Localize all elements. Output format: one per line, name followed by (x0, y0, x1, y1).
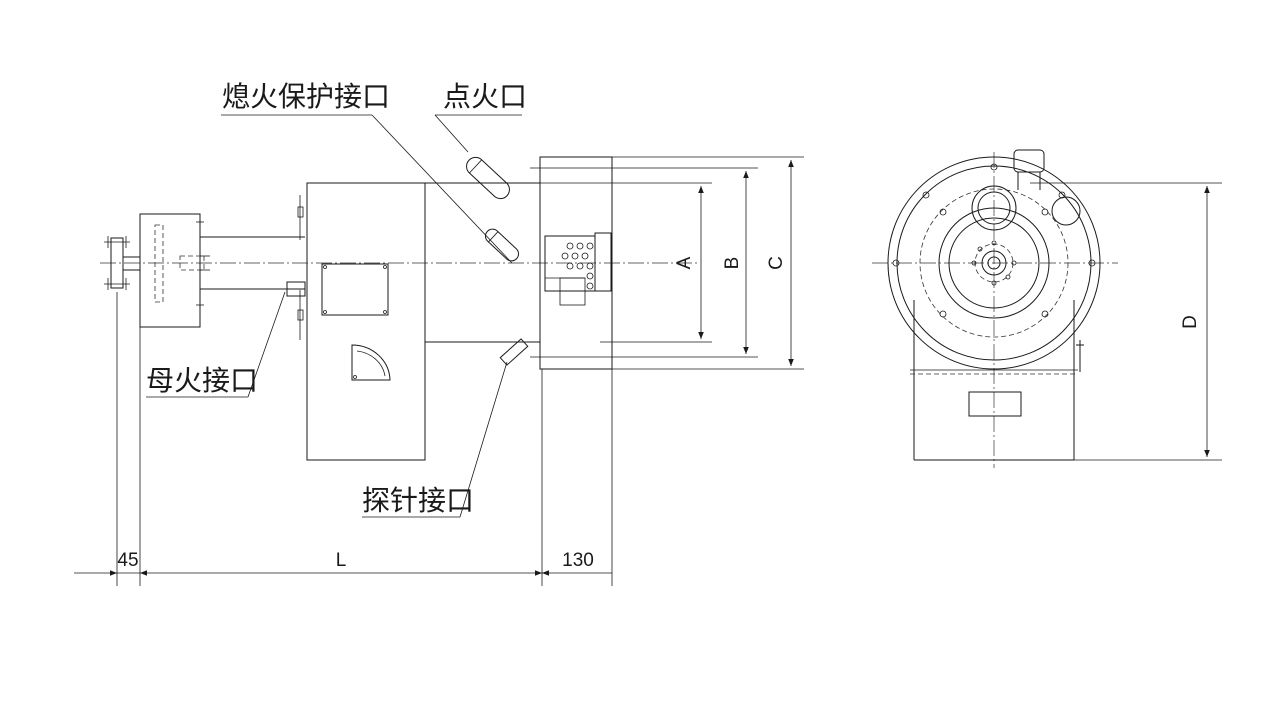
burner-body (297, 182, 540, 461)
label-pilot-port: 母火接口 (146, 364, 258, 397)
ignition-port (466, 156, 510, 200)
dim-b: B (722, 257, 743, 270)
dim-d: D (1180, 315, 1201, 329)
dim-45: 45 (117, 550, 138, 571)
side-view (74, 114, 804, 586)
label-ignition-port: 点火口 (443, 80, 527, 113)
dim-c: C (766, 256, 787, 270)
end-flange (104, 236, 140, 290)
pilot-port (286, 281, 306, 297)
label-flameout-port: 熄火保护接口 (222, 80, 390, 113)
inlet-box (139, 213, 210, 328)
probe-port (499, 338, 529, 366)
combustion-head (530, 156, 613, 370)
dim-l: L (336, 550, 347, 571)
label-probe-port: 探针接口 (362, 484, 474, 517)
dim-a: A (674, 256, 695, 269)
flameout-port (484, 228, 520, 262)
front-view (872, 149, 1222, 468)
dim-130: 130 (562, 550, 594, 571)
